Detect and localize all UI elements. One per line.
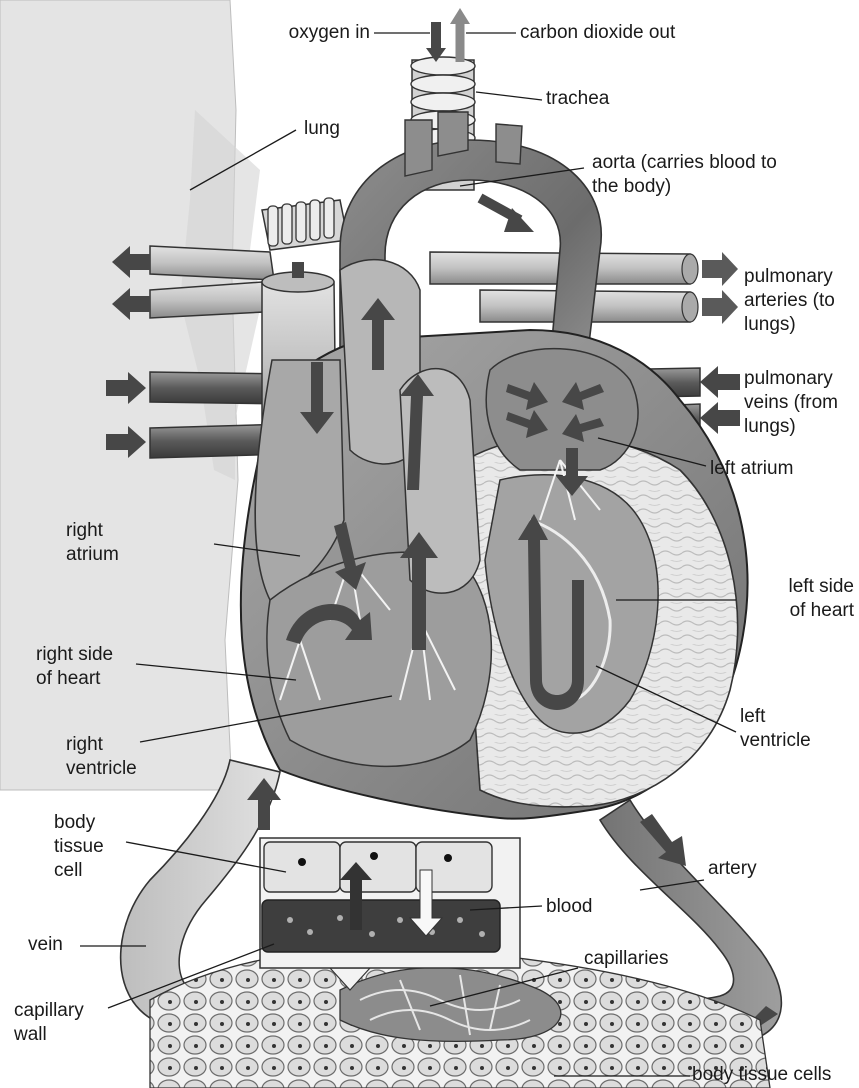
tissue-cells-row — [264, 842, 492, 892]
label-pulmonary-arteries-line3: lungs) — [744, 314, 796, 336]
label-left-side-line2: of heart — [740, 600, 854, 622]
left-atrium-chamber — [486, 349, 638, 470]
bronchus — [262, 198, 348, 250]
label-capillaries: capillaries — [584, 948, 668, 970]
label-left-side-line1: left side — [740, 576, 854, 598]
label-body-tissue-cell-line3: cell — [54, 860, 83, 882]
label-right-side-line1: right side — [36, 644, 113, 666]
label-body-tissue-cell-line1: body — [54, 812, 95, 834]
label-pulmonary-veins-line2: veins (from — [744, 392, 838, 414]
label-left-ventricle-line1: left — [740, 706, 765, 728]
label-body-tissue-cells: body tissue cells — [692, 1064, 831, 1086]
label-right-ventricle-line1: right — [66, 734, 103, 756]
capillary-inset — [260, 838, 520, 990]
label-right-atrium-line2: atrium — [66, 544, 119, 566]
blood-stream — [262, 900, 500, 952]
label-left-ventricle-line2: ventricle — [740, 730, 811, 752]
gas-exchange-arrows — [426, 8, 470, 62]
label-aorta-line2: the body) — [592, 176, 671, 198]
label-aorta-line1: aorta (carries blood to — [592, 152, 777, 174]
label-capillary-wall-line1: capillary — [14, 1000, 84, 1022]
label-pulmonary-arteries-line2: arteries (to — [744, 290, 835, 312]
label-vein: vein — [28, 934, 63, 956]
label-right-side-line2: of heart — [36, 668, 100, 690]
label-lung: lung — [304, 118, 340, 140]
label-carbon-dioxide-out: carbon dioxide out — [520, 22, 675, 44]
label-pulmonary-arteries-line1: pulmonary — [744, 266, 833, 288]
label-blood: blood — [546, 896, 593, 918]
label-pulmonary-veins-line3: lungs) — [744, 416, 796, 438]
label-left-atrium: left atrium — [710, 458, 793, 480]
label-right-atrium-line1: right — [66, 520, 103, 542]
label-artery: artery — [708, 858, 757, 880]
label-right-ventricle-line2: ventricle — [66, 758, 137, 780]
label-capillary-wall-line2: wall — [14, 1024, 47, 1046]
label-oxygen-in: oxygen in — [258, 22, 370, 44]
label-pulmonary-veins-line1: pulmonary — [744, 368, 833, 390]
label-trachea: trachea — [546, 88, 609, 110]
label-body-tissue-cell-line2: tissue — [54, 836, 104, 858]
